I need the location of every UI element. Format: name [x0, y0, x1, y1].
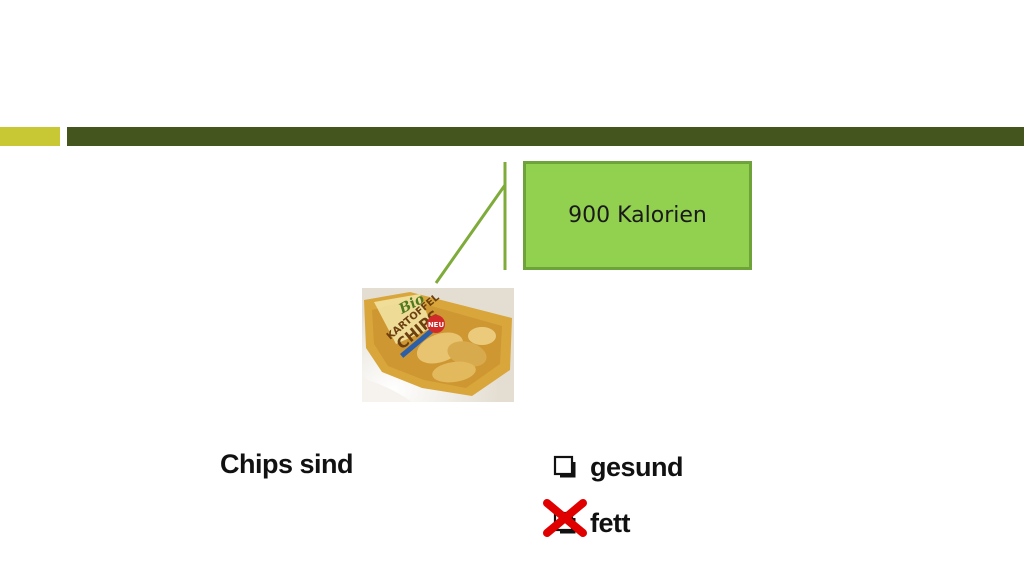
option-fett[interactable]: fett [543, 499, 631, 541]
calories-callout: 900 Kalorien [523, 161, 752, 270]
claim-text: Chips sind [220, 449, 354, 479]
option-label: gesund [590, 451, 684, 482]
chips-bag-photo: Bio KARTOFFEL CHIPS NEU [362, 288, 514, 402]
header-accent-bar [0, 127, 60, 146]
cross-mark-icon [543, 499, 587, 537]
option-gesund[interactable]: gesund [553, 449, 684, 485]
checkbox-icon[interactable] [553, 455, 577, 479]
option-label: fett [590, 507, 631, 538]
header-main-bar [67, 127, 1024, 146]
callout-text: 900 Kalorien [568, 203, 707, 228]
checkbox-icon[interactable] [543, 499, 587, 537]
package-badge: NEU [428, 321, 445, 329]
chips-bag-illustration: Bio KARTOFFEL CHIPS NEU [362, 288, 514, 402]
